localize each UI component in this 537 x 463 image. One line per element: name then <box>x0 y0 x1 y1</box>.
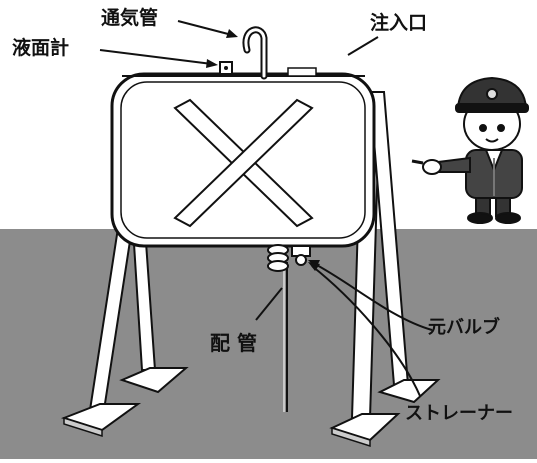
label-strainer: ストレーナー <box>405 403 513 424</box>
label-inlet: 注入口 <box>370 11 427 34</box>
vent-pipe <box>242 26 268 80</box>
label-level-gauge: 液面計 <box>12 36 69 59</box>
callout-arrows <box>99 20 433 397</box>
tank-stand <box>60 91 441 448</box>
police-officer-pointing-icon <box>411 76 529 224</box>
label-main-valve: 元バルブ <box>428 316 500 338</box>
x-mark-icon <box>173 98 314 228</box>
label-piping: 配 管 <box>210 331 257 355</box>
label-vent-pipe: 通気管 <box>101 6 158 29</box>
inlet-cap <box>287 67 317 77</box>
valve-strainer <box>267 244 311 272</box>
